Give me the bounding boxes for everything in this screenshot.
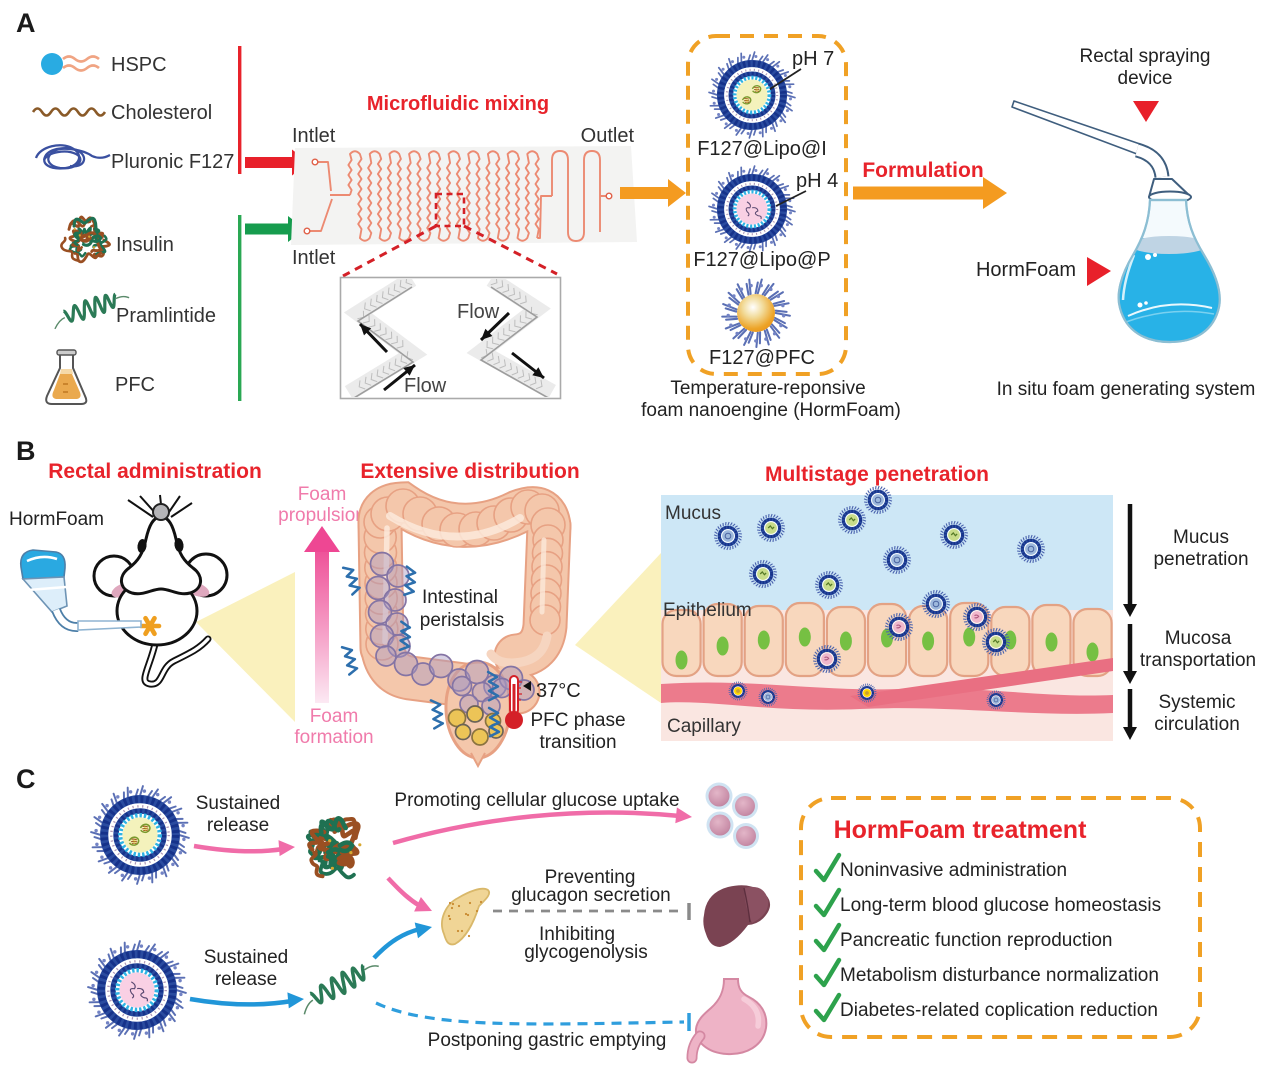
svg-text:transportation: transportation [1140, 650, 1256, 671]
svg-text:Insulin: Insulin [116, 234, 174, 256]
svg-text:HSPC: HSPC [111, 54, 167, 76]
svg-text:Rectal spraying: Rectal spraying [1080, 46, 1211, 67]
svg-text:device: device [1118, 68, 1173, 89]
svg-text:Systemic: Systemic [1158, 692, 1235, 713]
svg-text:Intlet: Intlet [292, 247, 336, 269]
svg-text:glucagon secretion: glucagon secretion [511, 885, 671, 906]
svg-text:penetration: penetration [1153, 549, 1248, 570]
svg-text:Mucus: Mucus [665, 503, 721, 524]
svg-text:HormFoam: HormFoam [976, 259, 1076, 281]
svg-text:Foam: Foam [298, 484, 347, 505]
svg-text:Multistage penetration: Multistage penetration [765, 463, 989, 486]
svg-text:Rectal administration: Rectal administration [48, 460, 262, 483]
svg-text:transition: transition [539, 732, 616, 753]
svg-text:Flow: Flow [457, 301, 500, 323]
svg-text:pH 7: pH 7 [792, 48, 834, 70]
svg-text:HormFoam: HormFoam [9, 509, 104, 530]
svg-text:Sustained: Sustained [196, 793, 281, 814]
svg-text:formation: formation [294, 727, 373, 748]
svg-text:Formulation: Formulation [862, 159, 983, 182]
svg-text:Pluronic F127: Pluronic F127 [111, 151, 234, 173]
svg-text:F127@Lipo@P: F127@Lipo@P [693, 249, 830, 271]
svg-text:Diabetes-related coplication r: Diabetes-related coplication reduction [840, 1000, 1158, 1021]
svg-text:Pancreatic function reproducti: Pancreatic function reproduction [840, 930, 1113, 951]
svg-text:Preventing: Preventing [545, 867, 636, 888]
svg-text:Flow: Flow [404, 375, 447, 397]
svg-text:Epithelium: Epithelium [663, 600, 752, 621]
svg-text:Microfluidic mixing: Microfluidic mixing [367, 93, 549, 115]
svg-text:pH 4: pH 4 [796, 170, 838, 192]
svg-text:propulsion: propulsion [278, 505, 366, 526]
svg-text:PFC phase: PFC phase [530, 710, 625, 731]
svg-text:B: B [16, 436, 36, 466]
svg-text:Promoting cellular glucose upt: Promoting cellular glucose uptake [394, 790, 679, 811]
svg-text:Capillary: Capillary [667, 716, 741, 737]
svg-text:Sustained: Sustained [204, 947, 289, 968]
svg-text:Cholesterol: Cholesterol [111, 102, 212, 124]
svg-text:Noninvasive administration: Noninvasive administration [840, 860, 1067, 881]
svg-text:Foam: Foam [310, 706, 359, 727]
svg-text:Long-term blood glucose homeos: Long-term blood glucose homeostasis [840, 895, 1161, 916]
svg-text:Postponing gastric emptying: Postponing gastric emptying [428, 1030, 667, 1051]
svg-text:release: release [215, 969, 277, 990]
svg-text:F127@Lipo@I: F127@Lipo@I [697, 138, 827, 160]
svg-text:circulation: circulation [1154, 714, 1240, 735]
svg-text:peristalsis: peristalsis [420, 610, 504, 631]
svg-text:Intestinal: Intestinal [422, 587, 498, 608]
svg-text:Temperature-reponsive: Temperature-reponsive [670, 378, 865, 399]
svg-text:release: release [207, 815, 269, 836]
svg-text:Pramlintide: Pramlintide [116, 305, 216, 327]
svg-text:glycogenolysis: glycogenolysis [524, 942, 648, 963]
svg-text:Inhibiting: Inhibiting [539, 924, 615, 945]
svg-text:Extensive distribution: Extensive distribution [360, 460, 579, 483]
svg-text:A: A [16, 8, 36, 38]
svg-text:Intlet: Intlet [292, 125, 336, 147]
svg-text:Mucus: Mucus [1173, 527, 1229, 548]
svg-text:Mucosa: Mucosa [1165, 628, 1232, 649]
svg-text:In situ foam generating system: In situ foam generating system [997, 379, 1256, 400]
svg-text:PFC: PFC [115, 374, 155, 396]
svg-text:F127@PFC: F127@PFC [709, 347, 815, 369]
svg-text:Metabolism disturbance normali: Metabolism disturbance normalization [840, 965, 1159, 986]
svg-text:C: C [16, 764, 36, 794]
svg-text:HormFoam treatment: HormFoam treatment [834, 816, 1087, 844]
svg-text:Outlet: Outlet [581, 125, 635, 147]
svg-text:37°C: 37°C [536, 680, 581, 702]
svg-text:foam nanoengine (HormFoam): foam nanoengine (HormFoam) [641, 400, 901, 421]
